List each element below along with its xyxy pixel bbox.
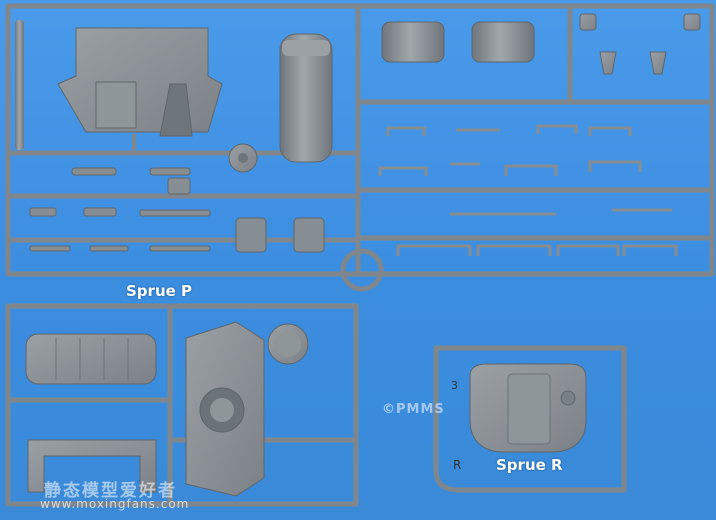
drum-parts bbox=[381, 21, 535, 63]
sprue-letter-tag: R bbox=[453, 458, 462, 472]
hatch-part bbox=[267, 323, 309, 365]
engine-deck-part bbox=[25, 333, 157, 385]
headlight-parts bbox=[579, 13, 701, 75]
wheel-part bbox=[228, 143, 258, 173]
small-parts-row bbox=[29, 167, 325, 253]
part-number-tag: 3 bbox=[451, 379, 458, 392]
site-url-watermark: www.moxingfans.com bbox=[40, 497, 190, 511]
sprue-ring bbox=[340, 248, 384, 292]
rod-part bbox=[15, 20, 24, 150]
fuel-tank-part bbox=[279, 33, 333, 163]
site-name-watermark: 静态模型爱好者 bbox=[44, 481, 177, 501]
handle-parts bbox=[378, 124, 678, 256]
frame-bracket-part bbox=[27, 439, 157, 493]
pmms-watermark: ©PMMS bbox=[382, 402, 445, 417]
sprue-r-cover-part bbox=[469, 363, 587, 453]
side-plate-part bbox=[185, 321, 265, 497]
sprue-r-label: Sprue R bbox=[496, 456, 563, 474]
hull-plate-part bbox=[57, 27, 223, 152]
sprue-p-frame bbox=[5, 3, 715, 277]
sprue-p-label: Sprue P bbox=[126, 282, 193, 300]
sprue-r-frame bbox=[433, 345, 627, 493]
